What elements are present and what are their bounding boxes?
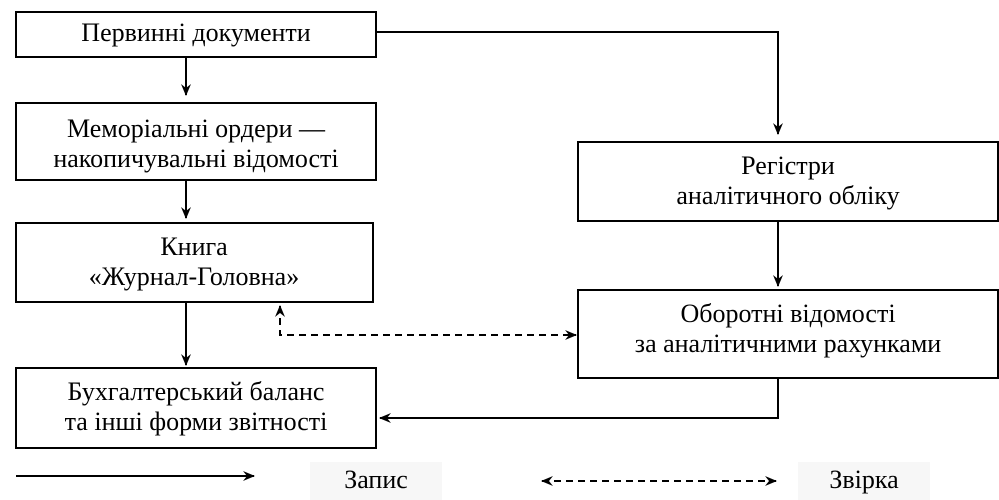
box-label: Меморіальні ордери — [67, 114, 326, 143]
box-primary-documents: Первинні документи [15, 11, 377, 58]
box-balance: Бухгалтерський баланс та інші форми звіт… [15, 367, 377, 449]
legend: Запис Звірка [16, 462, 930, 500]
box-label: та інші форми звітності [65, 407, 328, 436]
legend-record-label: Запис [344, 465, 408, 494]
arrow-primary-to-registers [376, 31, 783, 135]
box-journal-book: Книга «Журнал-Головна» [15, 222, 374, 303]
legend-check-label: Звірка [829, 465, 899, 494]
box-label: Бухгалтерський баланс [68, 377, 325, 406]
box-label: Первинні документи [81, 18, 310, 47]
box-analytic-registers: Регістри аналітичного обліку [577, 141, 999, 222]
box-label: за аналітичними рахунками [635, 329, 941, 358]
box-label: «Журнал-Головна» [89, 262, 299, 291]
box-label: Регістри [741, 151, 835, 180]
box-label: накопичувальні відомості [53, 144, 338, 173]
box-memorial-orders: Меморіальні ордери — накопичувальні відо… [15, 102, 377, 181]
box-label: аналітичного обліку [676, 181, 899, 210]
dashed-arrow-journal-turnover-check [275, 305, 577, 340]
box-label: Оборотні відомості [680, 299, 895, 328]
arrow-turnover-to-balance [379, 378, 779, 423]
box-label: Книга [160, 232, 228, 261]
box-turnover-sheets: Оборотні відомості за аналітичними рахун… [577, 289, 999, 379]
